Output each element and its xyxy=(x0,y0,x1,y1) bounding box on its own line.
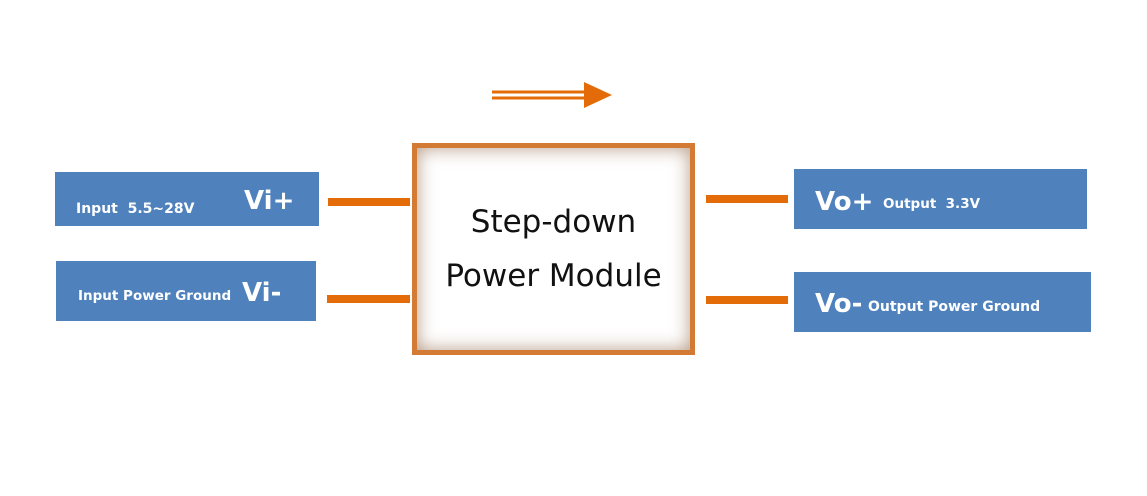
output-ground-description: Output Power Ground xyxy=(868,299,1041,315)
input-positive-box: Input 5.5~28V Vi+ xyxy=(55,172,319,226)
output-ground-box: Vo- Output Power Ground xyxy=(794,272,1091,332)
output-ground-pin-label: Vo- xyxy=(815,289,863,319)
module-title-line2: Power Module xyxy=(445,258,662,294)
flow-direction-arrow-icon xyxy=(492,82,612,108)
input-positive-description: Input 5.5~28V xyxy=(76,201,195,217)
input-ground-wire xyxy=(327,295,410,303)
output-positive-description: Output 3.3V xyxy=(883,196,981,212)
input-positive-pin-label: Vi+ xyxy=(244,186,295,216)
input-ground-description: Input Power Ground xyxy=(78,288,232,304)
input-ground-pin-label: Vi- xyxy=(242,278,282,308)
output-positive-box: Vo+ Output 3.3V xyxy=(794,169,1087,229)
module-title-line1: Step-down xyxy=(470,204,637,240)
output-ground-wire xyxy=(706,296,788,304)
input-positive-wire xyxy=(328,198,410,206)
output-positive-pin-label: Vo+ xyxy=(815,187,874,217)
output-positive-wire xyxy=(706,195,788,203)
input-ground-box: Input Power Ground Vi- xyxy=(56,261,316,321)
step-down-power-module: Step-down Power Module xyxy=(412,143,695,355)
